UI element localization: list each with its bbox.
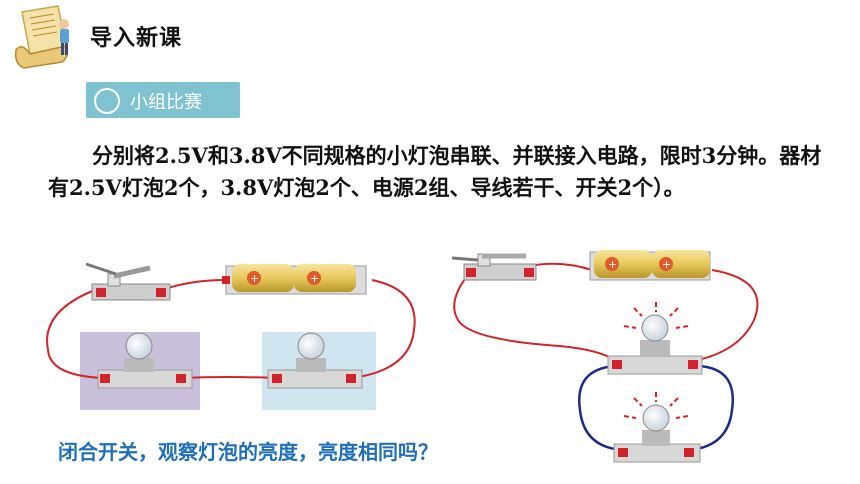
page-title: 导入新课 <box>90 26 183 51</box>
svg-text:+: + <box>608 258 617 271</box>
svg-text:+: + <box>310 272 319 285</box>
svg-text:+: + <box>662 258 671 271</box>
parallel-circuit: + + <box>451 250 759 463</box>
switch <box>85 262 171 301</box>
circle-icon <box>94 88 120 114</box>
series-circuit: + + <box>46 262 416 410</box>
group-contest-badge: 小组比赛 <box>86 82 240 118</box>
glowing-bulb <box>607 302 703 375</box>
battery-pack: + + <box>589 250 711 281</box>
task-description: 分别将2.5V和3.8V不同规格的小灯泡串联、并联接入电路，限时3分钟。器材有2… <box>48 143 822 200</box>
switch <box>451 253 537 281</box>
bulb <box>267 332 363 389</box>
scroll-reader-icon <box>14 5 69 69</box>
svg-text:+: + <box>250 272 259 285</box>
battery-pack: + + <box>222 264 367 295</box>
bulb <box>97 332 193 389</box>
glowing-bulb <box>613 392 701 463</box>
circuit-illustrations: + + <box>46 250 759 463</box>
question-text: 闭合开关，观察灯泡的亮度，亮度相同吗？ <box>58 440 438 464</box>
badge-label: 小组比赛 <box>130 92 202 113</box>
